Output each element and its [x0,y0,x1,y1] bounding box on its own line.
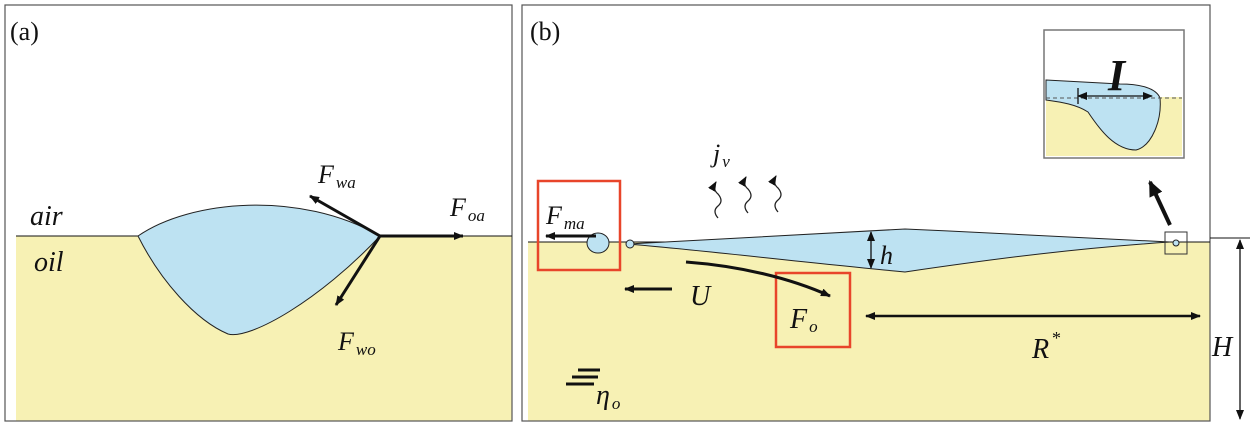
viscosity-lines [566,368,600,386]
F-ma-highlight-box [536,179,622,272]
arrow-F-wa [309,194,381,238]
arrow-F-wo [334,235,382,306]
lens-droplet [137,204,381,336]
edge-droplet [1172,239,1180,247]
rim-small-droplet [625,239,635,249]
panel-b-frame [521,4,1211,422]
oil-label: oil [34,247,64,278]
inset: I [1043,29,1185,159]
U-label: U [690,281,712,312]
vapor-arrow-1 [708,181,722,219]
lens-film [627,228,1171,273]
panel-b-tag: (b) [530,17,560,46]
panel-a-tag: (a) [10,17,39,46]
arrow-to-inset [1148,180,1172,226]
rim-droplet [586,232,610,254]
vapor-flux-arrows [708,175,782,219]
panel-a-frame [4,4,513,422]
air-label: air [30,201,63,232]
inset-I-label: I [1107,51,1127,100]
vapor-arrow-2 [738,176,752,214]
F-o-highlight-box [774,271,852,349]
h-label: h [880,241,893,270]
edge-zoom-box [1164,231,1188,255]
vapor-arrow-3 [768,175,782,213]
H-label: H [1211,332,1234,363]
oil-layer-b [528,242,1210,421]
R-star-label: R* [1031,328,1060,365]
arrow-F-o [685,260,831,298]
